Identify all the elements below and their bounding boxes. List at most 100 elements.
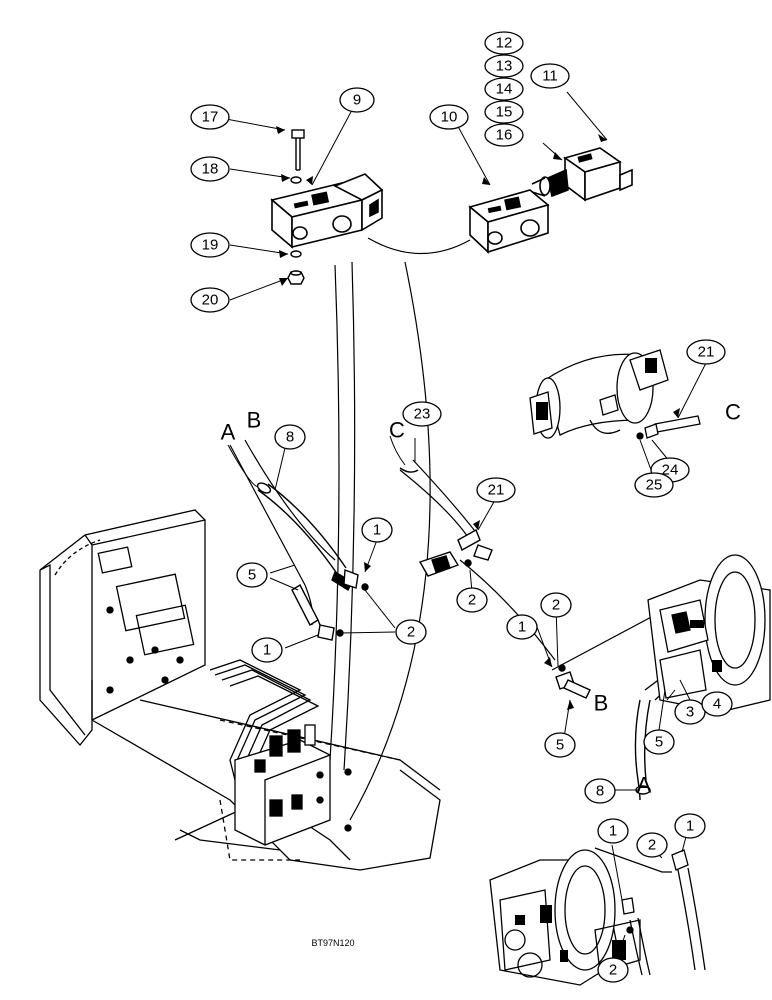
svg-text:5: 5 bbox=[655, 734, 663, 751]
washer-19 bbox=[290, 250, 302, 258]
solenoid-cartridge-11 bbox=[531, 147, 633, 202]
svg-text:4: 4 bbox=[713, 696, 721, 713]
svg-text:1: 1 bbox=[686, 818, 694, 835]
callout-16: 16 bbox=[484, 123, 524, 147]
svg-text:8: 8 bbox=[286, 429, 294, 446]
svg-text:2: 2 bbox=[648, 837, 656, 854]
callout-1-bottom-right: 1 bbox=[674, 813, 706, 839]
svg-text:24: 24 bbox=[662, 462, 679, 479]
callout-10: 10 bbox=[429, 104, 469, 130]
svg-text:5: 5 bbox=[248, 567, 256, 584]
callout-2-bottom-right: 2 bbox=[636, 832, 668, 858]
callout-20: 20 bbox=[190, 287, 230, 313]
svg-text:1: 1 bbox=[373, 522, 381, 539]
callout-12: 12 bbox=[484, 31, 524, 55]
callout-21-center: 21 bbox=[476, 477, 516, 503]
callout-8-lower: 8 bbox=[584, 778, 616, 804]
callout-4: 4 bbox=[701, 691, 733, 717]
svg-text:14: 14 bbox=[496, 81, 513, 98]
svg-text:8: 8 bbox=[596, 783, 604, 800]
svg-text:9: 9 bbox=[353, 92, 361, 109]
leader-lines bbox=[214, 91, 707, 971]
svg-text:2: 2 bbox=[609, 962, 617, 979]
hose-8-upper bbox=[256, 482, 353, 592]
svg-text:2: 2 bbox=[407, 624, 415, 641]
callout-14: 14 bbox=[484, 77, 524, 101]
arrowheads bbox=[276, 126, 680, 710]
callout-2-center: 2 bbox=[456, 587, 488, 613]
callout-2-right: 2 bbox=[540, 592, 572, 618]
bolt-17 bbox=[291, 129, 305, 171]
fitting-21-right bbox=[636, 415, 701, 440]
svg-text:18: 18 bbox=[202, 161, 219, 178]
quick-coupler bbox=[418, 551, 460, 577]
svg-text:13: 13 bbox=[496, 58, 513, 75]
letter-b-top: B bbox=[247, 408, 262, 433]
valve-block-10 bbox=[468, 189, 550, 254]
elbow-fitting-lower bbox=[317, 624, 344, 641]
callout-23: 23 bbox=[402, 401, 442, 427]
letter-a-right: A bbox=[637, 773, 652, 798]
svg-text:11: 11 bbox=[542, 68, 558, 85]
svg-text:2: 2 bbox=[552, 597, 560, 614]
callouts: 12 13 14 15 16 11 17 9 10 18 19 20 21 23… bbox=[190, 31, 733, 983]
letter-a-top: A bbox=[221, 420, 236, 445]
elbow-fitting-upper bbox=[343, 569, 369, 591]
callout-15: 15 bbox=[484, 100, 524, 124]
callout-2-bottom: 2 bbox=[597, 957, 629, 983]
callout-13: 13 bbox=[484, 54, 524, 78]
callout-5-right: 5 bbox=[643, 729, 675, 755]
callout-25: 25 bbox=[634, 472, 674, 498]
svg-text:20: 20 bbox=[202, 292, 219, 309]
callout-1-upper: 1 bbox=[361, 517, 393, 543]
callout-11: 11 bbox=[530, 63, 570, 89]
svg-text:23: 23 bbox=[414, 406, 431, 423]
washer-18 bbox=[290, 176, 302, 184]
transmission-bottom bbox=[489, 849, 641, 986]
svg-text:5: 5 bbox=[556, 737, 564, 754]
detail-fittings-bottom bbox=[594, 847, 706, 976]
hose-23-end bbox=[399, 467, 419, 473]
svg-text:3: 3 bbox=[686, 704, 694, 721]
nut-20 bbox=[287, 270, 305, 285]
pto-solenoid bbox=[529, 349, 669, 439]
callout-1-right: 1 bbox=[506, 614, 538, 640]
svg-text:10: 10 bbox=[441, 109, 458, 126]
letter-c-top: C bbox=[389, 418, 405, 443]
callout-3: 3 bbox=[674, 699, 706, 725]
callout-8-upper: 8 bbox=[274, 424, 306, 450]
callout-21-right: 21 bbox=[686, 339, 726, 365]
callout-2-left: 2 bbox=[395, 619, 427, 645]
callout-9: 9 bbox=[339, 87, 375, 113]
callout-5-left: 5 bbox=[236, 562, 268, 588]
callout-19: 19 bbox=[190, 232, 230, 258]
fitting-21-center bbox=[457, 529, 493, 567]
assembly-link-arc bbox=[367, 237, 471, 255]
callout-1-bottom-left: 1 bbox=[597, 818, 629, 844]
svg-text:1: 1 bbox=[609, 823, 617, 840]
transmission-right bbox=[647, 554, 771, 713]
svg-text:1: 1 bbox=[263, 642, 271, 659]
valve-block-9 bbox=[270, 173, 384, 249]
svg-text:1: 1 bbox=[518, 619, 526, 636]
letter-b-right: B bbox=[594, 691, 609, 716]
svg-text:15: 15 bbox=[496, 104, 513, 121]
svg-text:12: 12 bbox=[496, 35, 513, 52]
control-valve bbox=[234, 724, 352, 846]
connection-letters: A B C C B A bbox=[221, 400, 741, 798]
fitting-b-right bbox=[555, 664, 591, 699]
svg-text:17: 17 bbox=[202, 109, 219, 126]
svg-text:19: 19 bbox=[202, 237, 219, 254]
tractor-cab-frame bbox=[39, 509, 441, 871]
callout-5-bottom: 5 bbox=[544, 732, 576, 758]
callout-18: 18 bbox=[190, 156, 230, 182]
callout-1-left: 1 bbox=[251, 637, 283, 663]
svg-text:2: 2 bbox=[468, 592, 476, 609]
svg-text:21: 21 bbox=[488, 482, 505, 499]
svg-text:25: 25 bbox=[646, 477, 663, 494]
letter-c-right: C bbox=[725, 400, 741, 425]
svg-text:21: 21 bbox=[698, 344, 715, 361]
svg-text:16: 16 bbox=[496, 127, 513, 144]
figure-code: BT97N120 bbox=[311, 938, 354, 948]
